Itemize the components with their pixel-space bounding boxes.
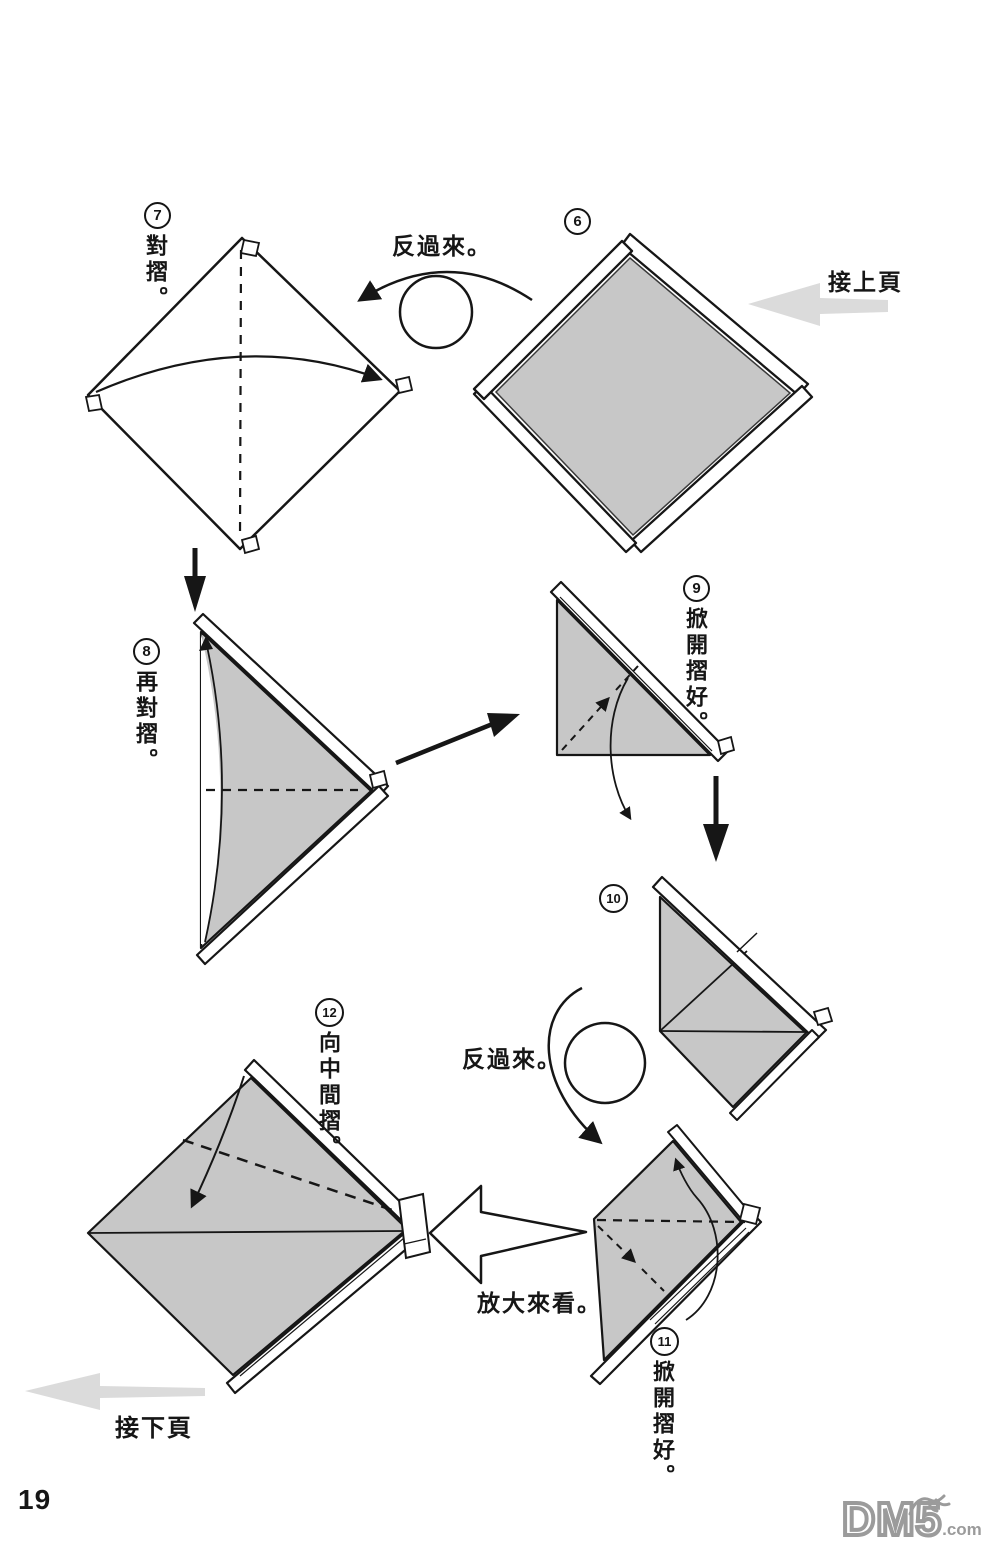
watermark-mascot-doodle [908, 1494, 951, 1516]
page-number: 19 [18, 1484, 52, 1515]
enlarge-label: 放大來看。 [477, 1290, 602, 1316]
fold-line-dashed [238, 249, 243, 539]
fold-line-dashed [597, 1225, 637, 1263]
arrowhead [199, 636, 213, 651]
step9-number: 9 [683, 575, 710, 602]
step7-diagram [84, 236, 414, 555]
fold-line-dashed [641, 1268, 665, 1292]
corner-tab [84, 393, 104, 413]
step12-number: 12 [315, 998, 344, 1027]
tab-notch-line [403, 1238, 427, 1245]
step6-number: 6 [564, 208, 591, 235]
prev-page-label: 接上頁 [828, 269, 903, 295]
step9-to-step10-arrow [703, 776, 729, 862]
step7-label: 對摺。 [143, 234, 168, 312]
corner-tab [397, 1192, 432, 1260]
step11-label: 掀開摺好。 [650, 1360, 675, 1490]
prev-page-arrow-icon [748, 283, 888, 326]
layer-line [654, 1231, 750, 1325]
inner-edge-line [87, 1230, 405, 1234]
inner-edge-line [659, 1030, 805, 1033]
layer-line [736, 932, 758, 953]
step11-number: 11 [650, 1327, 679, 1356]
step8-label: 再對摺。 [133, 670, 158, 774]
step6-diagram [472, 232, 814, 554]
layer-line [239, 1237, 405, 1377]
fold-direction-arrow [190, 1075, 245, 1209]
step7-number: 7 [144, 202, 171, 229]
open-fold-arrow [609, 677, 632, 821]
turn-over-icon-top [357, 270, 533, 350]
fold-direction-arrow [95, 355, 383, 394]
corner-tab [240, 534, 261, 555]
step9-label: 掀開摺好。 [683, 607, 708, 737]
layer-line [559, 596, 713, 752]
next-page-label: 接下頁 [115, 1415, 193, 1442]
watermark-text: DM5 [840, 1493, 943, 1545]
watermark-suffix: .com [942, 1520, 982, 1540]
layer-line [249, 1073, 411, 1229]
turn-over-label-top: 反過來。 [392, 233, 492, 259]
step8-to-step9-arrow [395, 713, 520, 766]
corner-tab [812, 1006, 834, 1027]
watermark-logo: DM5.com [840, 1493, 982, 1545]
layer-line [649, 1227, 747, 1321]
turn-over-label-mid: 反過來。 [462, 1046, 562, 1072]
corner-tab [239, 238, 261, 258]
fold-crease-arc [204, 645, 223, 943]
inner-edge-line [659, 950, 748, 1032]
step9-diagram [549, 580, 736, 821]
fold-line-dashed [596, 1218, 746, 1224]
step11-diagram [589, 1124, 763, 1386]
step10-number: 10 [599, 884, 628, 913]
step8-number: 8 [133, 638, 160, 665]
corner-tab [716, 735, 736, 756]
fold-line-dashed [561, 696, 610, 751]
next-page-arrow-icon [25, 1373, 205, 1410]
enlarge-arrow-icon [428, 1184, 588, 1285]
step7-to-step8-arrow [184, 548, 206, 612]
step10-diagram [651, 875, 834, 1121]
turn-over-icon-mid [547, 986, 647, 1145]
open-fold-arrow [673, 1157, 719, 1321]
step12-diagram [86, 1058, 432, 1395]
step8-diagram [192, 612, 390, 966]
corner-tab [368, 769, 389, 790]
corner-tab [738, 1202, 762, 1226]
corner-tab [394, 375, 414, 395]
step12-label: 向中間摺。 [316, 1031, 341, 1161]
